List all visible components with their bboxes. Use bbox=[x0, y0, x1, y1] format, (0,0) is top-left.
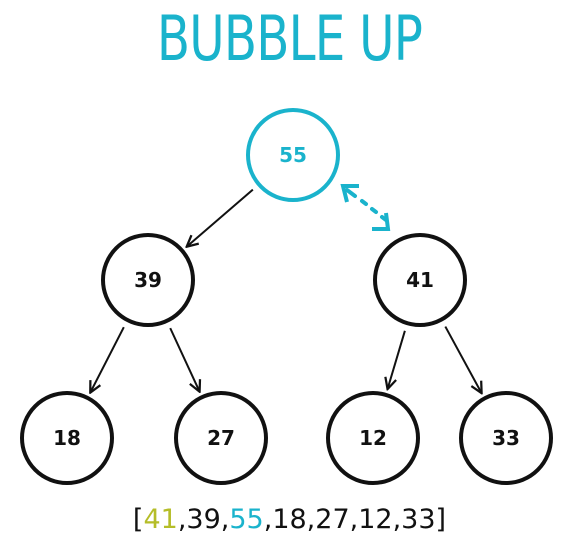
heap-node-18: 18 bbox=[20, 391, 114, 485]
swap-arrowhead-end bbox=[372, 212, 391, 231]
array-item: 12 bbox=[358, 504, 393, 535]
array-close-bracket: ] bbox=[435, 504, 447, 535]
array-separator: , bbox=[306, 504, 316, 535]
node-circle bbox=[101, 233, 195, 327]
node-circle bbox=[246, 108, 340, 202]
heap-node-12: 12 bbox=[326, 391, 420, 485]
array-item: 55 bbox=[229, 504, 264, 535]
array-item: 18 bbox=[272, 504, 307, 535]
swap-arrow bbox=[340, 184, 391, 231]
edge-n2-n6 bbox=[444, 326, 481, 394]
array-item: 27 bbox=[315, 504, 350, 535]
array-item: 39 bbox=[186, 504, 221, 535]
heap-node-41: 41 bbox=[373, 233, 467, 327]
heap-array: [41,39,55,18,27,12,33] bbox=[0, 502, 579, 538]
edge-n0-n1 bbox=[187, 188, 254, 247]
edge-n1-n4 bbox=[169, 327, 199, 392]
tree-edges bbox=[90, 188, 481, 394]
array-item: 41 bbox=[143, 504, 178, 535]
node-circle bbox=[174, 391, 268, 485]
edge-n1-n3 bbox=[90, 326, 125, 392]
node-value: 39 bbox=[134, 268, 162, 292]
node-circle bbox=[326, 391, 420, 485]
array-separator: , bbox=[263, 504, 273, 535]
heap-node-27: 27 bbox=[174, 391, 268, 485]
array-open-bracket: [ bbox=[132, 504, 144, 535]
node-value: 27 bbox=[207, 426, 235, 450]
node-value: 33 bbox=[492, 426, 520, 450]
edge-n2-n5 bbox=[388, 330, 406, 389]
array-separator: , bbox=[392, 504, 402, 535]
heap-node-33: 33 bbox=[459, 391, 553, 485]
array-item: 33 bbox=[401, 504, 436, 535]
heap-node-39: 39 bbox=[101, 233, 195, 327]
array-items: 41,39,55,18,27,12,33 bbox=[143, 504, 435, 535]
swap-dotted-line bbox=[345, 188, 388, 222]
node-value: 18 bbox=[53, 426, 81, 450]
node-circle bbox=[373, 233, 467, 327]
array-separator: , bbox=[177, 504, 187, 535]
array-separator: , bbox=[220, 504, 230, 535]
node-value: 55 bbox=[279, 143, 307, 167]
page-title: BUBBLE UP bbox=[156, 2, 423, 75]
heap-node-55: 55 bbox=[246, 108, 340, 202]
tree-nodes: 55 39 41 18 27 12 33 bbox=[20, 108, 553, 485]
node-circle bbox=[20, 391, 114, 485]
node-value: 12 bbox=[359, 426, 387, 450]
swap-arrowhead-start bbox=[340, 184, 359, 203]
node-circle bbox=[459, 391, 553, 485]
array-separator: , bbox=[349, 504, 359, 535]
node-value: 41 bbox=[406, 268, 434, 292]
